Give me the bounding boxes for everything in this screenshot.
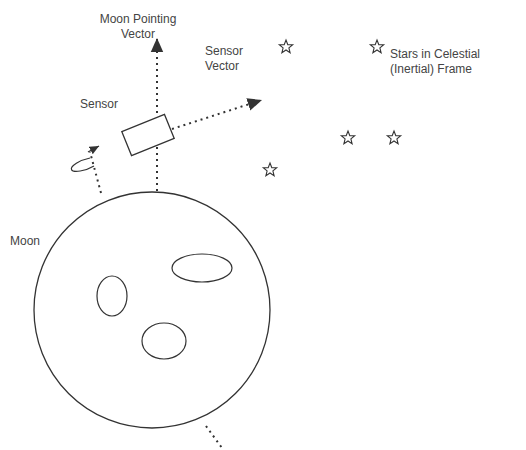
star-symbol	[387, 131, 400, 144]
star-symbol	[279, 40, 292, 53]
sensor-box	[122, 114, 174, 155]
rotation-arrow	[88, 146, 99, 152]
star-symbol	[341, 131, 354, 144]
vector-label: Sensor Vector	[205, 44, 255, 74]
star-symbol	[263, 163, 276, 176]
moon-pointing-vector	[156, 38, 158, 191]
crater	[172, 254, 232, 282]
crater	[97, 276, 127, 316]
star-symbol	[370, 40, 383, 53]
star-group	[263, 40, 400, 176]
vector-label: Moon Pointing Vector	[88, 12, 188, 42]
crater	[142, 323, 186, 359]
moon-body	[34, 192, 270, 428]
sensor-vector	[172, 100, 262, 129]
rotation-axis	[90, 152, 101, 193]
frame-label: Stars in Celestial (Inertial) Frame	[390, 47, 502, 77]
part-label: Moon	[10, 234, 55, 249]
part-label: Sensor	[80, 97, 140, 112]
rotation-ellipse	[71, 158, 94, 171]
rotation-axis	[206, 426, 222, 448]
